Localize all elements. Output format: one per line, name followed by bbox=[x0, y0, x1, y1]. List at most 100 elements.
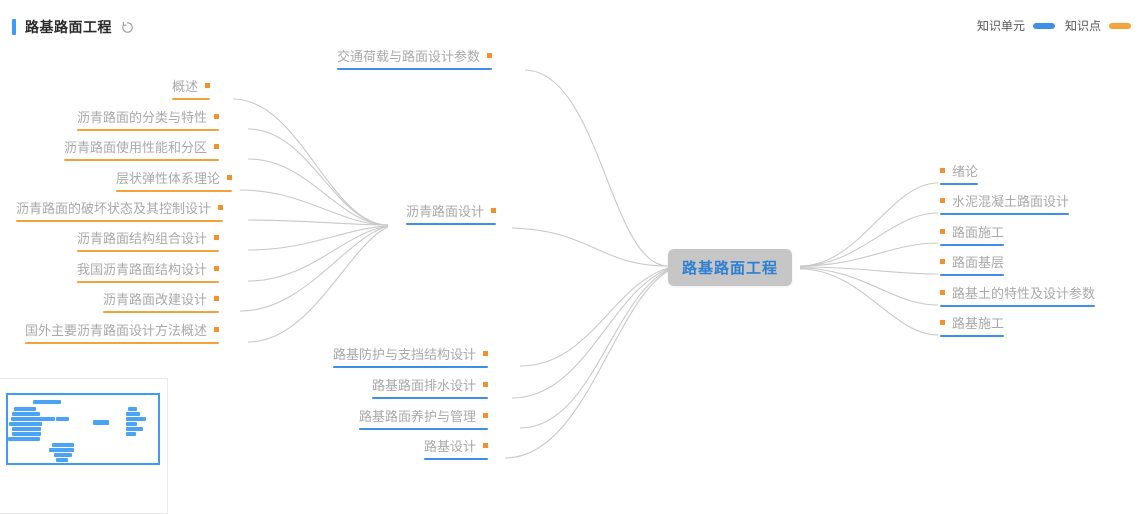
node-underline bbox=[103, 311, 220, 313]
node-marker-icon bbox=[205, 83, 211, 89]
title-accent-bar bbox=[12, 19, 16, 35]
node-china-structure-design[interactable]: 我国沥青路面结构设计 bbox=[77, 261, 220, 283]
node-introduction[interactable]: 绪论 bbox=[940, 163, 979, 185]
node-label: 路基设计 bbox=[424, 439, 477, 455]
minimap-bar bbox=[93, 420, 109, 425]
node-label: 概述 bbox=[172, 79, 199, 95]
minimap-bar bbox=[11, 417, 41, 421]
node-foreign-design-methods[interactable]: 国外主要沥青路面设计方法概述 bbox=[25, 322, 220, 344]
node-asphalt-pavement-design[interactable]: 沥青路面设计 bbox=[406, 203, 497, 225]
node-asphalt-reconstruction-design[interactable]: 沥青路面改建设计 bbox=[103, 291, 220, 313]
node-label: 路基施工 bbox=[952, 316, 1005, 332]
legend-item-knowledge-point: 知识点 bbox=[1065, 17, 1131, 34]
node-label: 沥青路面结构组合设计 bbox=[77, 231, 208, 247]
minimap-bar bbox=[12, 412, 40, 416]
root-node[interactable]: 路基路面工程 bbox=[668, 249, 793, 286]
node-marker-icon bbox=[940, 168, 945, 174]
node-underline bbox=[25, 342, 220, 344]
node-underline bbox=[940, 213, 1070, 215]
title-text: 路基路面工程 bbox=[25, 19, 112, 35]
minimap-bar bbox=[33, 400, 61, 404]
legend-swatch-blue-icon bbox=[1032, 22, 1055, 29]
node-marker-icon bbox=[940, 320, 945, 326]
node-label: 国外主要沥青路面设计方法概述 bbox=[25, 323, 208, 339]
node-layered-elastic-theory[interactable]: 层状弹性体系理论 bbox=[116, 170, 233, 192]
node-underline bbox=[77, 250, 220, 252]
node-marker-icon bbox=[218, 205, 224, 211]
node-asphalt-performance-zoning[interactable]: 沥青路面使用性能和分区 bbox=[64, 139, 220, 161]
node-underline bbox=[337, 68, 493, 70]
node-subgrade-protection-retaining[interactable]: 路基防护与支挡结构设计 bbox=[333, 346, 489, 368]
node-underline bbox=[406, 223, 497, 225]
node-marker-icon bbox=[483, 443, 489, 449]
minimap-bar bbox=[39, 417, 55, 421]
minimap-bar bbox=[12, 427, 41, 431]
node-underline bbox=[172, 98, 211, 100]
minimap-bar bbox=[56, 417, 69, 421]
node-marker-icon bbox=[940, 290, 945, 296]
node-traffic-load[interactable]: 交通荷载与路面设计参数 bbox=[337, 48, 493, 70]
page-title: 路基路面工程 bbox=[12, 17, 134, 37]
node-pavement-construction[interactable]: 路面施工 bbox=[940, 224, 1005, 246]
minimap-bar bbox=[49, 448, 74, 452]
node-subgrade-design[interactable]: 路基设计 bbox=[424, 438, 489, 460]
node-underline bbox=[940, 183, 979, 185]
legend: 知识单元 知识点 bbox=[977, 17, 1131, 34]
minimap-bar bbox=[126, 432, 136, 436]
node-underline bbox=[940, 335, 1005, 337]
node-label: 交通荷载与路面设计参数 bbox=[337, 49, 481, 65]
node-label: 沥青路面的破坏状态及其控制设计 bbox=[16, 201, 212, 217]
node-marker-icon bbox=[214, 144, 220, 150]
node-underline bbox=[940, 305, 1096, 307]
node-overview[interactable]: 概述 bbox=[172, 78, 211, 100]
node-underline bbox=[940, 274, 1005, 276]
node-drainage-design[interactable]: 路基路面排水设计 bbox=[372, 377, 489, 399]
node-label: 路基土的特性及设计参数 bbox=[952, 286, 1096, 302]
node-underline bbox=[359, 428, 489, 430]
node-pavement-base-course[interactable]: 路面基层 bbox=[940, 254, 1005, 276]
node-subgrade-construction[interactable]: 路基施工 bbox=[940, 315, 1005, 337]
loading-spinner-icon[interactable] bbox=[121, 21, 134, 34]
minimap-bar bbox=[126, 427, 143, 431]
node-maintenance-management[interactable]: 路基路面养护与管理 bbox=[359, 408, 489, 430]
node-label: 路基路面养护与管理 bbox=[359, 409, 477, 425]
node-marker-icon bbox=[940, 198, 945, 204]
minimap-bar bbox=[14, 407, 36, 411]
minimap-bar bbox=[12, 432, 41, 436]
node-marker-icon bbox=[483, 351, 489, 357]
node-label: 沥青路面改建设计 bbox=[103, 292, 208, 308]
header-bar: 路基路面工程 知识单元 知识点 bbox=[0, 0, 1143, 48]
node-subgrade-soil-properties[interactable]: 路基土的特性及设计参数 bbox=[940, 285, 1096, 307]
node-underline bbox=[77, 281, 220, 283]
minimap-bar bbox=[56, 458, 68, 462]
node-structure-combination-design[interactable]: 沥青路面结构组合设计 bbox=[77, 230, 220, 252]
node-label: 沥青路面的分类与特性 bbox=[77, 110, 208, 126]
node-failure-state-control[interactable]: 沥青路面的破坏状态及其控制设计 bbox=[16, 200, 224, 222]
node-marker-icon bbox=[214, 235, 220, 241]
node-cement-concrete-pavement-design[interactable]: 水泥混凝土路面设计 bbox=[940, 193, 1070, 215]
node-label: 水泥混凝土路面设计 bbox=[952, 194, 1070, 210]
minimap-bar bbox=[54, 453, 72, 457]
node-marker-icon bbox=[483, 413, 489, 419]
node-asphalt-classification[interactable]: 沥青路面的分类与特性 bbox=[77, 109, 220, 131]
minimap-bar bbox=[9, 422, 42, 426]
node-underline bbox=[16, 220, 224, 222]
minimap-viewport[interactable] bbox=[6, 393, 160, 465]
legend-label: 知识点 bbox=[1064, 19, 1101, 33]
minimap-bar bbox=[8, 437, 40, 441]
node-label: 路面基层 bbox=[952, 255, 1005, 271]
legend-item-knowledge-unit: 知识单元 bbox=[977, 17, 1055, 34]
node-marker-icon bbox=[214, 114, 220, 120]
node-underline bbox=[424, 458, 489, 460]
node-label: 沥青路面使用性能和分区 bbox=[64, 140, 208, 156]
node-underline bbox=[333, 366, 489, 368]
minimap-panel[interactable] bbox=[0, 378, 168, 514]
node-marker-icon bbox=[214, 266, 220, 272]
node-label: 路基路面排水设计 bbox=[372, 378, 477, 394]
node-marker-icon bbox=[487, 53, 493, 59]
node-marker-icon bbox=[940, 229, 945, 235]
node-label: 绪论 bbox=[952, 164, 979, 180]
node-label: 我国沥青路面结构设计 bbox=[77, 262, 208, 278]
node-label: 路面施工 bbox=[952, 225, 1005, 241]
